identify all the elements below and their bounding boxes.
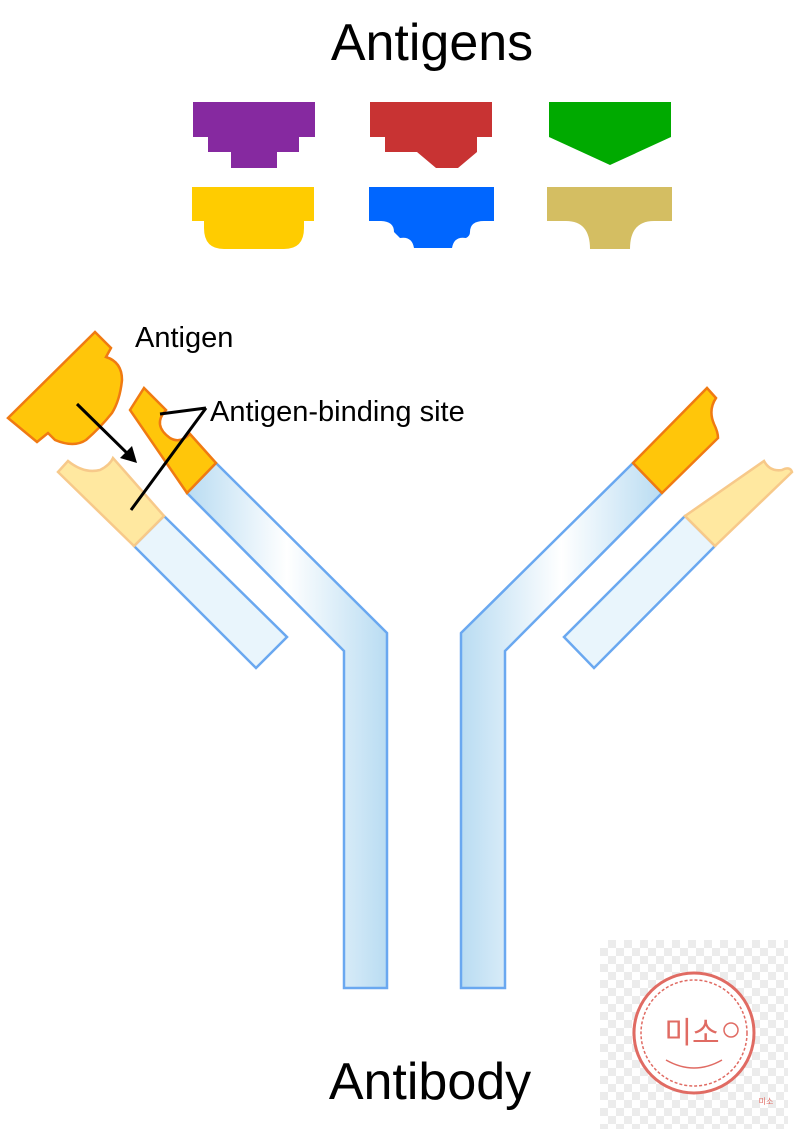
- antigens-title: Antigens: [331, 14, 533, 72]
- watermark-stamp: 미소 미소: [600, 940, 788, 1129]
- binding-site-leader: [129, 406, 208, 511]
- callout-lines: [75, 402, 208, 511]
- variable-light-right: [683, 459, 794, 548]
- antigen-red-beveled: [370, 102, 492, 168]
- variable-light-left: [56, 455, 166, 548]
- variable-heavy-right: [631, 386, 720, 495]
- antigen-shapes: [192, 102, 672, 249]
- binding-arrow-head: [120, 446, 137, 463]
- antigen-purple-stepped: [193, 102, 315, 168]
- stamp-text: 미소: [664, 1016, 719, 1051]
- antigen-yellow-rounded: [192, 187, 314, 249]
- binding-arrow-line: [75, 402, 134, 460]
- antigen-green-pointed: [549, 102, 671, 165]
- variable-heavy-left: [128, 386, 218, 495]
- antigen-callout: Antigen: [135, 322, 233, 354]
- stamp-icon: 미소 미소: [632, 971, 774, 1106]
- binding-site-callout: Antigen-binding site: [210, 396, 465, 428]
- antigen-blue-notched: [369, 187, 494, 248]
- antigen-khaki-curved: [547, 187, 672, 249]
- stamp-small-text: 미소: [759, 1097, 774, 1106]
- antibody-title: Antibody: [329, 1053, 531, 1111]
- heavy-chain-right: [459, 461, 664, 990]
- free-antigen: [6, 330, 124, 446]
- heavy-chain-left: [185, 461, 389, 990]
